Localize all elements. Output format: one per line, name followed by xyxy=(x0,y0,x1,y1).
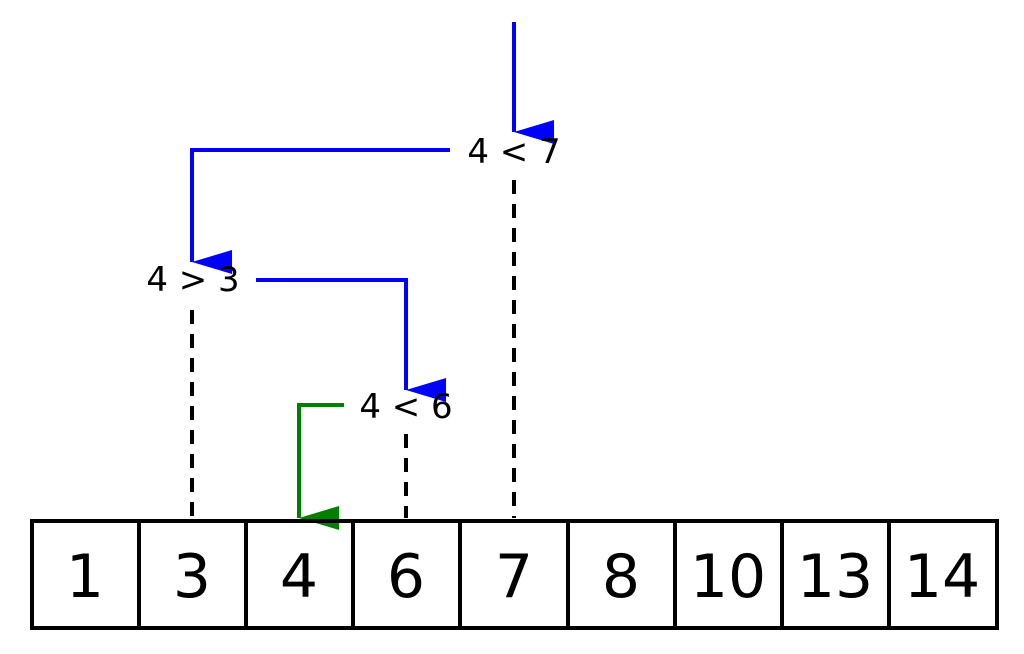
array-outline xyxy=(30,519,999,630)
array-cell-value: 6 xyxy=(387,542,425,612)
comparison-label-1: 4 < 7 xyxy=(467,132,560,172)
array-cell-value: 8 xyxy=(602,542,640,612)
arrow-to-result xyxy=(297,403,344,530)
array-cell-value: 7 xyxy=(495,542,533,612)
array-cell-value: 13 xyxy=(797,542,873,612)
array-cell-value: 1 xyxy=(66,542,104,612)
sorted-array: 1 3 4 6 7 8 10 13 14 xyxy=(30,519,999,630)
arrow-to-step-2 xyxy=(190,148,450,274)
array-cell-value: 10 xyxy=(690,542,766,612)
comparison-label-2: 4 > 3 xyxy=(146,260,239,300)
array-cell-value: 3 xyxy=(173,542,211,612)
array-cell-value: 4 xyxy=(280,542,318,612)
arrow-to-step-3 xyxy=(256,278,446,402)
array-cell-value: 14 xyxy=(904,542,980,612)
comparison-label-3: 4 < 6 xyxy=(359,387,452,427)
